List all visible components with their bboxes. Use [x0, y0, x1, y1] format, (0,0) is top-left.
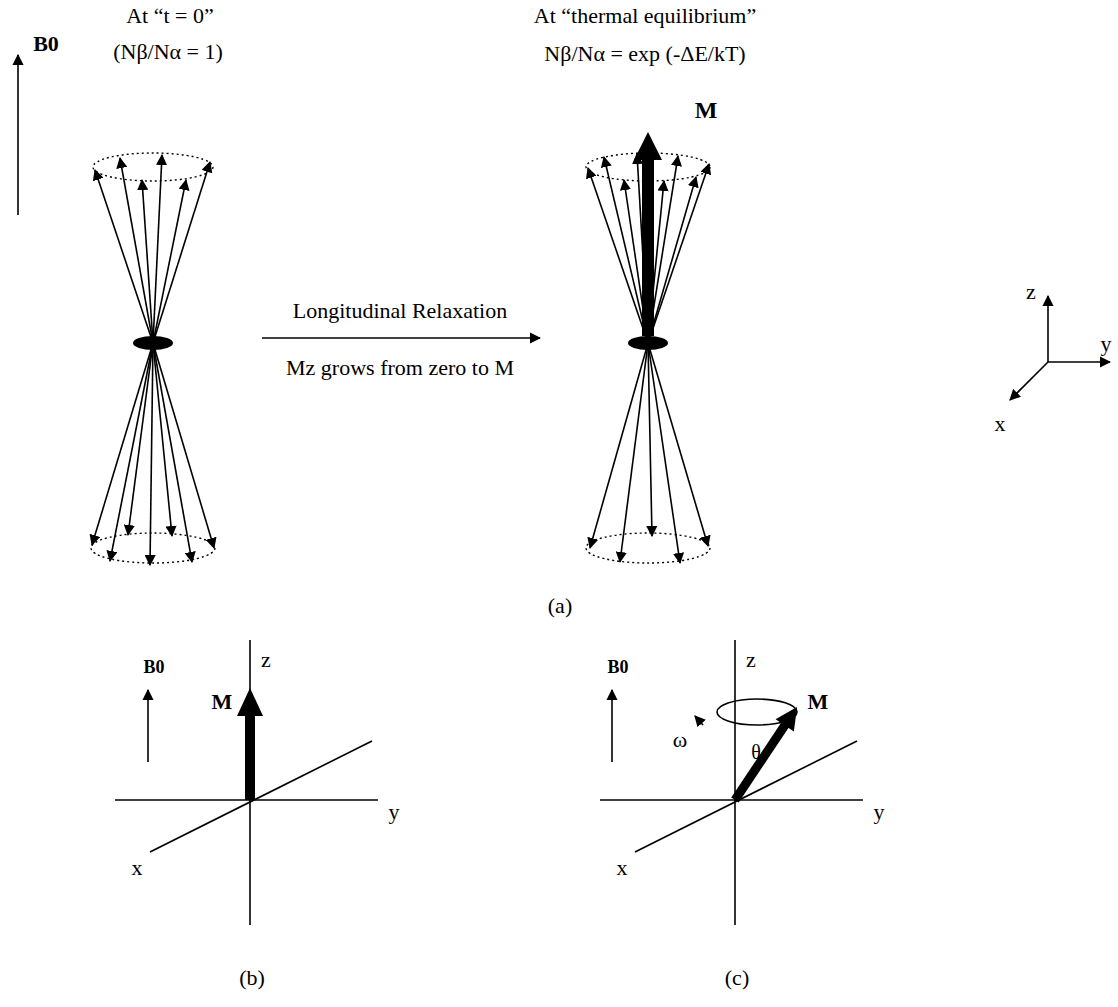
spin-vector [648, 164, 709, 343]
axis-label: y [389, 800, 400, 824]
spin-vector [153, 343, 172, 536]
spin-cone [91, 153, 215, 565]
axis [1047, 296, 1049, 362]
spin-vector [92, 343, 153, 545]
vector-label: M [695, 97, 718, 123]
panel-label: (b) [239, 966, 265, 990]
precession-cone [93, 153, 213, 181]
axis [600, 799, 863, 801]
spin-vector [648, 343, 652, 536]
precession-cone [91, 533, 215, 563]
process-label: Longitudinal Relaxation [293, 299, 507, 323]
precession-cone [586, 533, 710, 563]
process-label: Mz grows from zero to M [286, 356, 514, 380]
field-label: B0 [607, 658, 628, 678]
spin-vector [128, 343, 153, 535]
spin-vector [153, 162, 210, 343]
axis [734, 640, 736, 925]
spin-vector [153, 343, 214, 548]
magnetization-arrow [634, 132, 662, 336]
spin-cone [586, 132, 710, 563]
ratio-text: (Nβ/Nα = 1) [113, 40, 223, 64]
vector-label: M [212, 690, 233, 714]
caption-text: At “thermal equilibrium” [534, 4, 756, 28]
spin-vector [590, 343, 648, 548]
axis-label: x [995, 412, 1006, 436]
field-label: B0 [143, 658, 164, 678]
spin-vector [120, 158, 153, 343]
process-arrow [262, 337, 540, 339]
spin-vector [95, 170, 153, 343]
axis-label: x [132, 856, 143, 880]
field-arrow [147, 690, 149, 762]
axis-label: z [746, 648, 756, 672]
field-arrow [17, 55, 19, 215]
spin-vector [620, 343, 648, 562]
axis [635, 741, 857, 852]
nucleus [133, 336, 173, 350]
angle-label: ω [673, 728, 687, 752]
spin-vector [648, 343, 680, 563]
magnetization-arrow [237, 688, 263, 800]
magnetization-arrow [735, 722, 787, 800]
spin-vector [604, 157, 648, 343]
panel-label: (a) [548, 594, 572, 618]
spin-vector [142, 180, 153, 343]
panel-label: (c) [725, 966, 749, 990]
magnetization-arrow [776, 707, 797, 731]
spin-vector [150, 343, 153, 565]
spin-vector [110, 343, 153, 561]
axis-label: x [617, 856, 628, 880]
vector-label: M [808, 690, 829, 714]
spin-vector [648, 177, 696, 343]
field-label: B0 [33, 32, 59, 56]
axis [1048, 361, 1110, 363]
axis-label: y [874, 800, 885, 824]
axis-label: z [1026, 280, 1036, 304]
ratio-text: Nβ/Nα = exp (-ΔE/kT) [544, 42, 745, 66]
spin-vector [648, 343, 708, 546]
angle-label: θ [751, 741, 761, 763]
nucleus [628, 336, 668, 350]
axis-label: y [1101, 332, 1112, 356]
spin-vector [153, 180, 186, 343]
caption-text: At “t = 0” [126, 4, 214, 28]
axis [150, 741, 372, 852]
rotation-arrow [695, 716, 703, 725]
field-arrow [611, 690, 613, 762]
spin-vector [153, 155, 162, 343]
axis-label: z [261, 648, 271, 672]
axis [1010, 362, 1048, 400]
